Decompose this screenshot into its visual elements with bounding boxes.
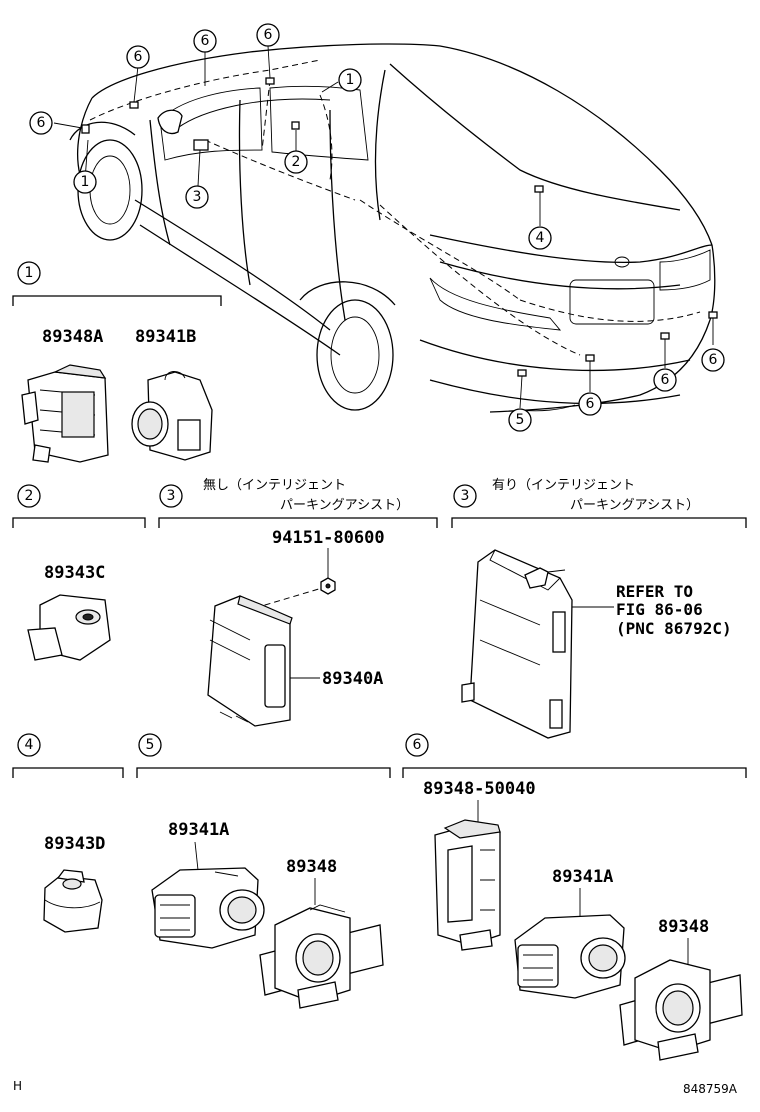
- callout-6-d: 6: [29, 111, 53, 135]
- section-6-number: 6: [413, 737, 422, 753]
- part-94151-80600-label[interactable]: 94151-80600: [272, 528, 385, 548]
- callout-6-e: 6: [578, 392, 602, 416]
- section-4-bracket: [12, 767, 124, 778]
- section-5-bracket: [136, 767, 391, 778]
- callout-4: 4: [528, 226, 552, 250]
- section-1: 1 89348A 89341B: [12, 261, 222, 463]
- section-6-badge: [405, 733, 429, 757]
- callout-5: 5: [508, 408, 532, 432]
- section-3a-caption-1: 無し（インテリジェント: [203, 478, 346, 493]
- svg-text:6: 6: [201, 33, 210, 49]
- section-3-with-ipa: 3 有り（インテリジェント パーキングアシスト） REFER TO FIG 86…: [451, 478, 747, 739]
- svg-text:2: 2: [292, 154, 301, 170]
- section-3b-bracket: [451, 517, 747, 528]
- svg-text:6: 6: [586, 396, 595, 412]
- section-5-number: 5: [146, 737, 155, 753]
- callout-2: 2: [284, 150, 308, 174]
- section-3a-number: 3: [167, 488, 176, 504]
- section-3b-caption-1: 有り（インテリジェント: [492, 478, 635, 493]
- part-89343C-label[interactable]: 89343C: [44, 563, 105, 583]
- callout-6-a: 6: [126, 45, 150, 69]
- section-6-bracket: [402, 767, 747, 778]
- svg-text:6: 6: [661, 372, 670, 388]
- part-89341A-label-6[interactable]: 89341A: [552, 867, 613, 887]
- section-1-badge: [17, 261, 41, 285]
- section-3a-badge: [159, 484, 183, 508]
- section-4-badge: [17, 733, 41, 757]
- part-89343D-label[interactable]: 89343D: [44, 834, 105, 854]
- section-2-bracket: [12, 517, 146, 528]
- car-illustration: 6 6 6 6 1 1 2 3 4 5 6 6 6: [29, 23, 725, 432]
- callout-6-g: 6: [701, 348, 725, 372]
- svg-text:5: 5: [516, 412, 525, 428]
- svg-text:1: 1: [81, 174, 90, 190]
- part-94151-nut-drawing: [320, 577, 336, 595]
- part-89340A-label[interactable]: 89340A: [322, 669, 383, 689]
- svg-text:6: 6: [264, 27, 273, 43]
- section-2-number: 2: [25, 488, 34, 504]
- callout-3: 3: [185, 185, 209, 209]
- svg-text:6: 6: [134, 49, 143, 65]
- footer-left-code: H: [13, 1079, 22, 1093]
- callout-1-a: 1: [73, 170, 97, 194]
- callout-6-c: 6: [256, 23, 280, 47]
- section-4-number: 4: [25, 737, 34, 753]
- part-89348-label-6[interactable]: 89348: [658, 917, 709, 937]
- section-1-bracket: [12, 295, 222, 306]
- callout-6-f: 6: [653, 368, 677, 392]
- part-89348-50040-label[interactable]: 89348-50040: [423, 779, 536, 799]
- refer-to-line-3[interactable]: (PNC 86792C): [616, 619, 732, 638]
- part-89348-drawing-5: [259, 904, 384, 1009]
- part-89341A-drawing-6: [514, 914, 626, 999]
- section-3a-bracket: [158, 517, 438, 528]
- part-89341B-drawing: [131, 371, 213, 461]
- callout-1-b: 1: [338, 68, 362, 92]
- part-89341A-drawing-5: [151, 867, 265, 949]
- callout-6-b: 6: [193, 29, 217, 53]
- part-89348-label-5[interactable]: 89348: [286, 857, 337, 877]
- svg-text:6: 6: [709, 352, 718, 368]
- section-2: 2 89343C: [12, 484, 146, 661]
- part-89348-drawing-6: [619, 959, 743, 1061]
- part-89348A-label[interactable]: 89348A: [42, 327, 103, 347]
- section-2-badge: [17, 484, 41, 508]
- part-89341A-label-5[interactable]: 89341A: [168, 820, 229, 840]
- footer-figure-number: 848759A: [683, 1082, 738, 1096]
- section-3-no-ipa: 3 無し（インテリジェント パーキングアシスト） 94151-80600 893…: [158, 478, 438, 727]
- ipa-ecu-drawing: [461, 549, 573, 739]
- refer-to-line-2[interactable]: FIG 86-06: [616, 600, 703, 619]
- part-89343D-drawing: [43, 869, 103, 933]
- section-3a-caption-2: パーキングアシスト）: [280, 498, 409, 513]
- part-89340A-drawing: [207, 595, 293, 727]
- svg-text:4: 4: [536, 230, 545, 246]
- section-6: 6 89348-50040 89341A 89348: [402, 733, 747, 1061]
- part-89348A-drawing: [21, 364, 109, 463]
- svg-text:6: 6: [37, 115, 46, 131]
- section-5-badge: [138, 733, 162, 757]
- refer-to-line-1: REFER TO: [616, 582, 693, 601]
- section-4: 4 89343D: [12, 733, 124, 933]
- section-1-number: 1: [25, 265, 34, 281]
- section-5: 5 89341A 89348: [136, 733, 391, 1009]
- section-3b-caption-2: パーキングアシスト）: [570, 498, 699, 513]
- part-89341B-label[interactable]: 89341B: [135, 327, 196, 347]
- section-3b-number: 3: [461, 488, 470, 504]
- part-89343C-drawing: [27, 594, 111, 661]
- part-89348-50040-drawing: [434, 819, 501, 951]
- section-3b-badge: [453, 484, 477, 508]
- svg-text:3: 3: [193, 189, 202, 205]
- svg-text:1: 1: [346, 72, 355, 88]
